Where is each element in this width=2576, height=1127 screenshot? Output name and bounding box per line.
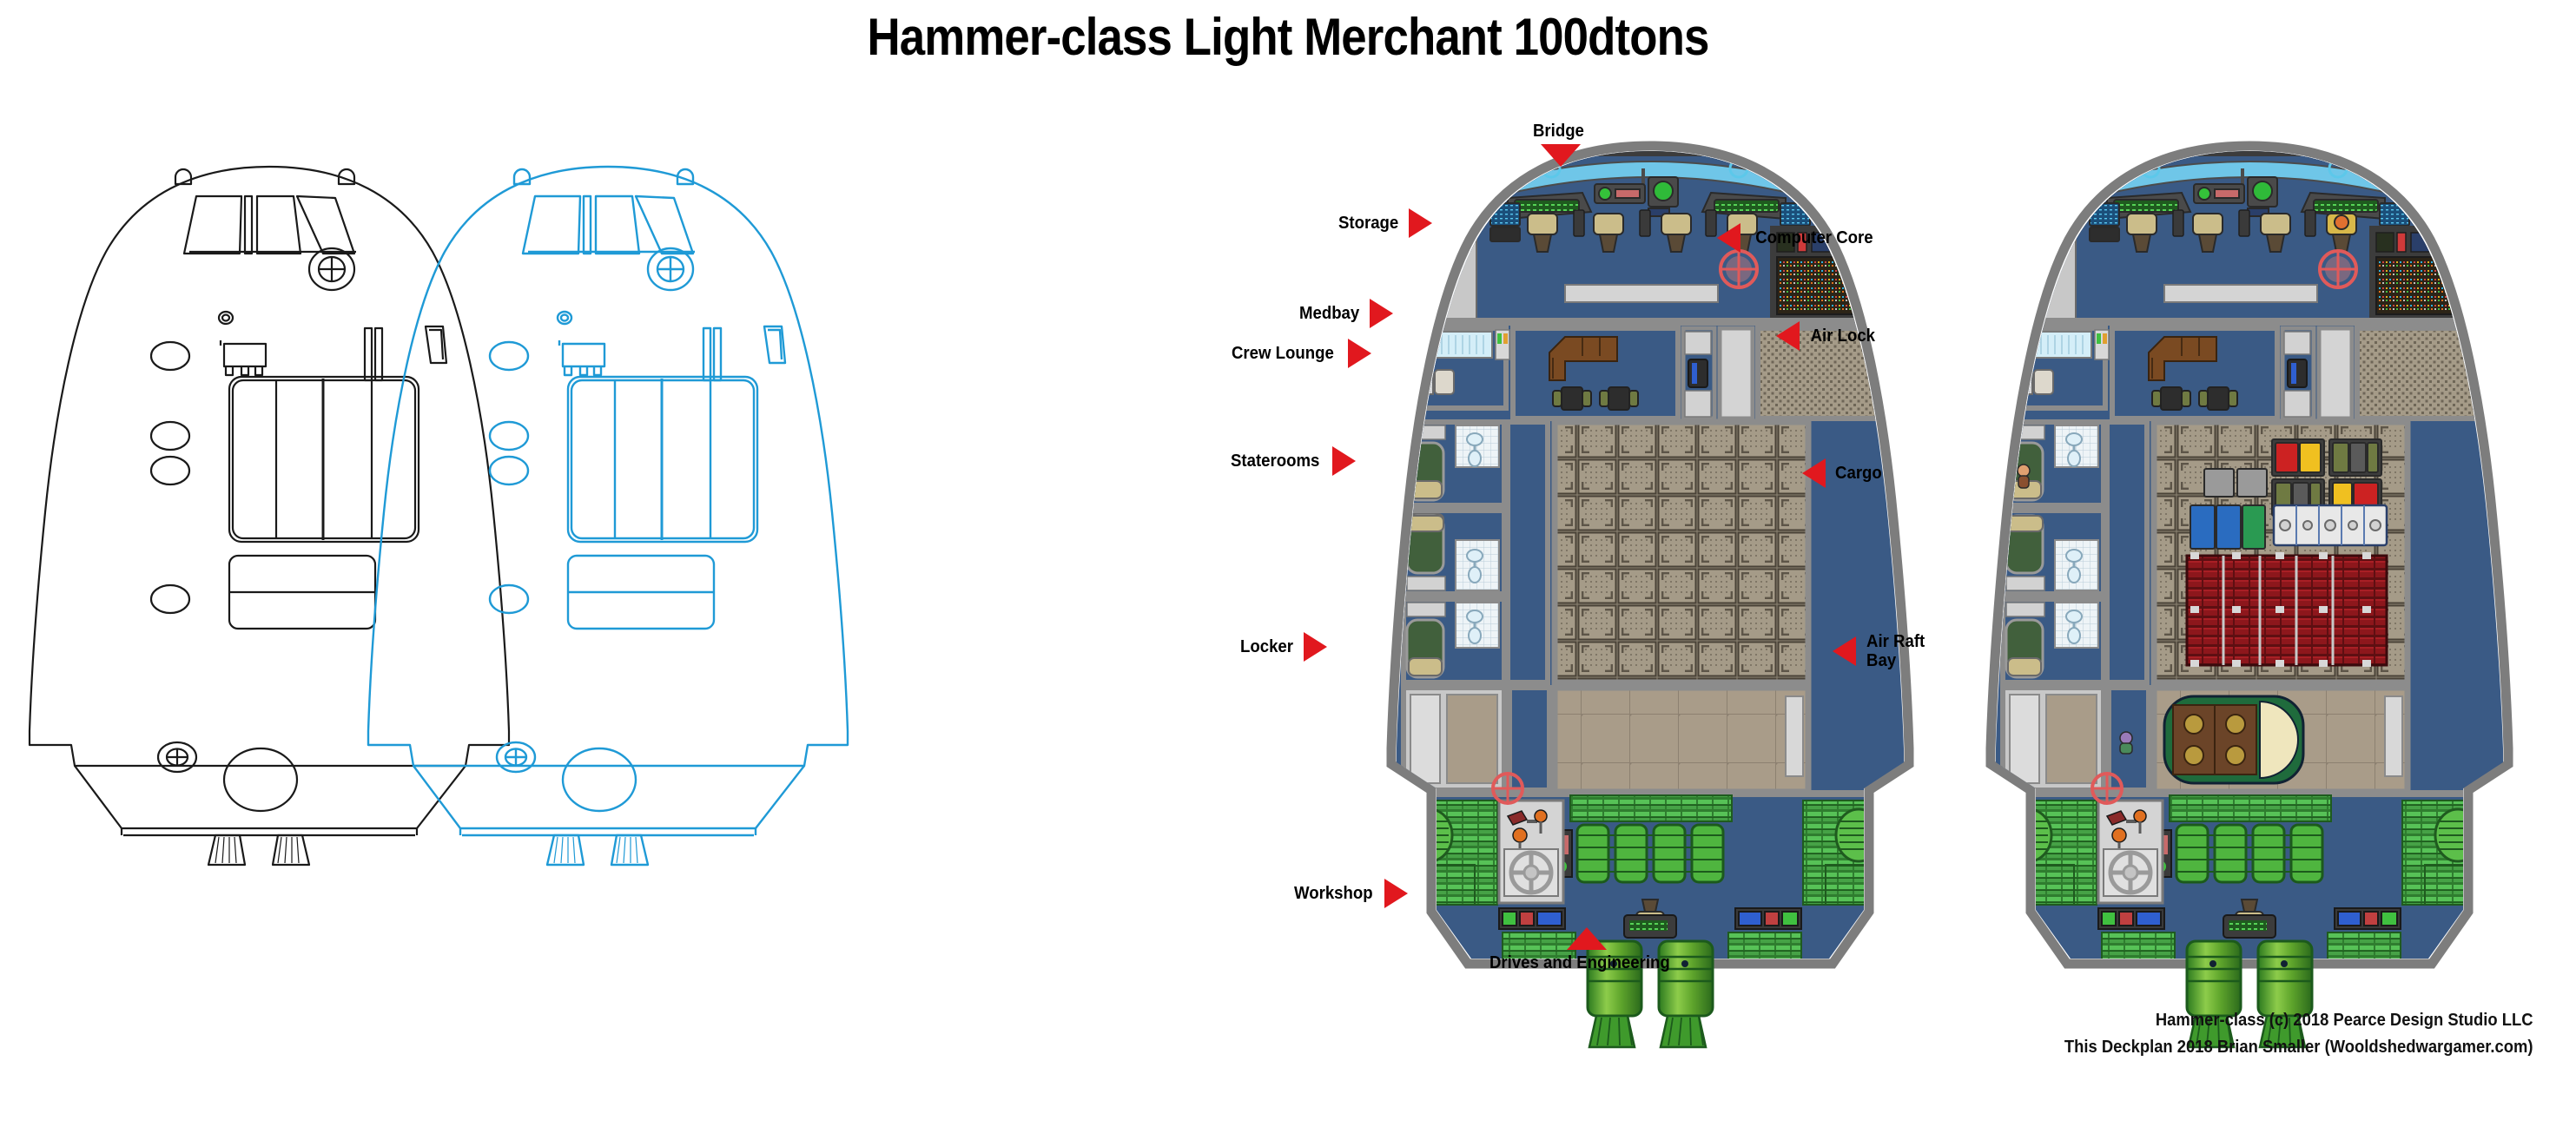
callout-cargo: Cargo bbox=[1802, 458, 1882, 488]
callout-label-locker: Locker bbox=[1240, 636, 1294, 656]
callout-crew-lounge: Crew Lounge bbox=[1232, 339, 1371, 368]
deckplan-unloaded bbox=[1338, 130, 1963, 1051]
callout-label-staterooms: Staterooms bbox=[1231, 451, 1320, 471]
callout-label-crew-lounge: Crew Lounge bbox=[1232, 343, 1334, 363]
callout-label-drives-and-engineering: Drives and Engineering bbox=[1489, 953, 1670, 972]
arrow-right-icon bbox=[1384, 879, 1409, 908]
callout-drives-and-engineering: Drives and Engineering bbox=[1489, 927, 1683, 972]
arrow-right-icon bbox=[1409, 208, 1433, 238]
callout-medbay: Medbay bbox=[1299, 299, 1394, 328]
arrow-left-icon bbox=[1776, 321, 1800, 351]
callout-computer-core: Computer Core bbox=[1717, 223, 1873, 253]
callout-air-raft-bay: Air Raft Bay bbox=[1833, 632, 1925, 670]
hull-outline-blue bbox=[330, 148, 886, 1016]
callout-label-air-raft-bay-line2: Bay bbox=[1866, 651, 1897, 670]
arrow-left-icon bbox=[1833, 636, 1856, 666]
credit-line-1: Hammer-class (c) 2018 Pearce Design Stud… bbox=[2155, 1011, 2533, 1030]
arrow-left-icon bbox=[1717, 223, 1740, 253]
arrow-up-icon bbox=[1566, 927, 1607, 950]
arrow-down-icon bbox=[1540, 144, 1581, 168]
arrow-right-icon bbox=[1332, 446, 1357, 476]
credit-line-2: This Deckplan 2018 Brian Smaller (Woolds… bbox=[2064, 1038, 2533, 1057]
callout-bridge: Bridge bbox=[1533, 122, 1588, 168]
arrow-right-icon bbox=[1370, 299, 1394, 328]
callout-label-cargo: Cargo bbox=[1835, 463, 1882, 483]
callout-label-medbay: Medbay bbox=[1299, 303, 1360, 323]
deckplan-loaded bbox=[1937, 130, 2562, 1051]
callout-storage: Storage bbox=[1338, 208, 1433, 238]
credits-block: Hammer-class (c) 2018 Pearce Design Stud… bbox=[2064, 1007, 2533, 1061]
callout-label-bridge: Bridge bbox=[1533, 122, 1584, 141]
callout-workshop: Workshop bbox=[1294, 879, 1409, 908]
callout-staterooms: Staterooms bbox=[1231, 446, 1357, 476]
callout-label-air-raft-bay: Air Raft Bay bbox=[1862, 632, 1925, 670]
arrow-right-icon bbox=[1303, 632, 1327, 662]
arrow-left-icon bbox=[1802, 458, 1826, 488]
page-title: Hammer-class Light Merchant 100dtons bbox=[867, 8, 1710, 66]
callout-label-storage: Storage bbox=[1338, 213, 1399, 233]
callout-label-workshop: Workshop bbox=[1294, 883, 1373, 903]
callout-air-lock: Air Lock bbox=[1776, 321, 1875, 351]
callout-label-air-lock: Air Lock bbox=[1810, 326, 1876, 346]
callout-label-air-raft-bay-line1: Air Raft bbox=[1866, 632, 1925, 651]
callout-label-computer-core: Computer Core bbox=[1755, 227, 1873, 247]
hull-outline-black bbox=[0, 148, 547, 1016]
arrow-right-icon bbox=[1347, 339, 1371, 368]
callout-locker: Locker bbox=[1240, 632, 1327, 662]
